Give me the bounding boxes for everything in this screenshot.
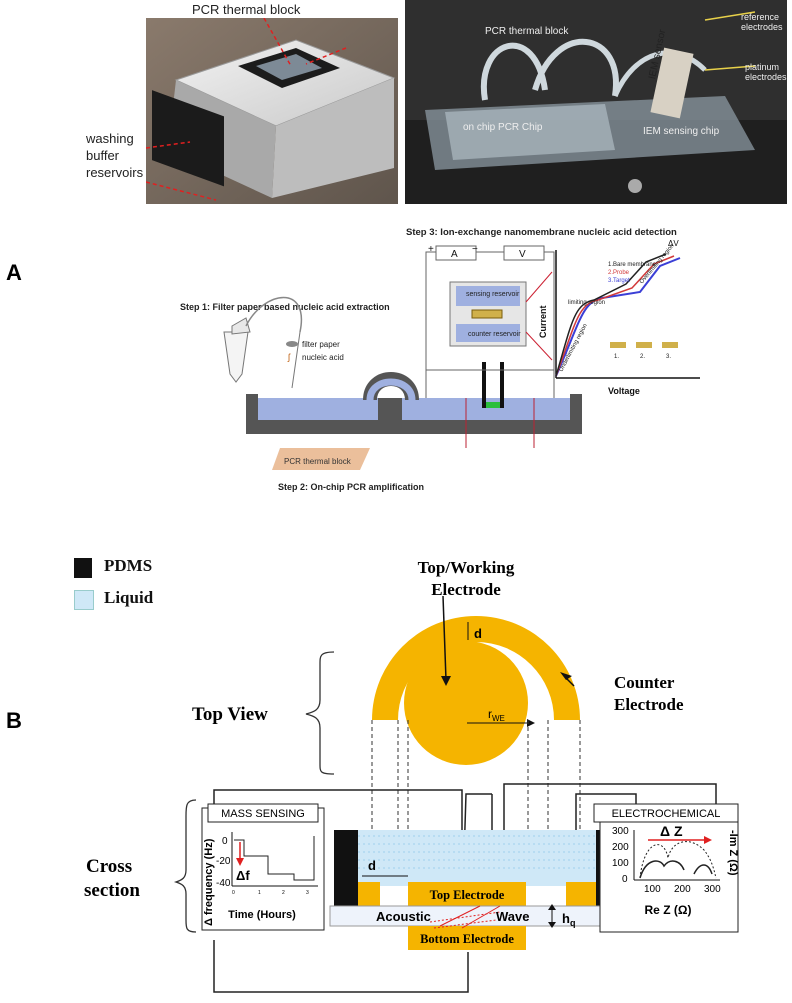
svg-text:2: 2 bbox=[282, 890, 285, 896]
svg-text:1.: 1. bbox=[614, 354, 619, 360]
thermal-block-photo bbox=[146, 18, 398, 204]
legend-pdms-swatch bbox=[74, 558, 92, 578]
iv-delta: ΔV bbox=[668, 239, 679, 248]
panel-b-diagram: Top/Working Electrode Counter Electrode … bbox=[84, 558, 739, 993]
legend-liquid-label: Liquid bbox=[104, 588, 154, 607]
svg-text:−: − bbox=[472, 244, 478, 255]
counter-label: Counter bbox=[614, 673, 675, 692]
iv-region-under: Underlimiting region bbox=[558, 323, 588, 373]
panel-b-letter: B bbox=[6, 708, 22, 733]
svg-text:3.: 3. bbox=[666, 354, 671, 360]
electro-xlabel: Re Z (Ω) bbox=[645, 903, 692, 917]
d-top-label: d bbox=[474, 626, 482, 641]
svg-text:-40: -40 bbox=[216, 878, 231, 889]
acoustic-label: Acoustic bbox=[376, 909, 431, 924]
top-electrode-label: Top Electrode bbox=[430, 888, 505, 902]
svg-text:1: 1 bbox=[258, 890, 261, 896]
counter-electrode-label: Electrode bbox=[614, 695, 684, 714]
svg-text:300: 300 bbox=[612, 826, 629, 837]
mass-sensing-inset: MASS SENSING Δf 0 -20 -40 0 1 2 3 Time (… bbox=[201, 803, 325, 931]
pcr-thermal-block bbox=[272, 448, 370, 470]
working-electrode bbox=[404, 641, 528, 765]
electrochemical-inset: ELECTROCHEMICAL Δ Z 300 200 100 0 100 20… bbox=[593, 803, 739, 933]
svg-text:+: + bbox=[428, 244, 434, 255]
iv-legend-2: 2.Probe bbox=[608, 270, 630, 276]
photo-thermal-block-label: PCR thermal block bbox=[485, 26, 569, 37]
svg-text:filter paper: filter paper bbox=[302, 340, 340, 349]
cross-section-label: Cross bbox=[86, 856, 132, 877]
washing-buffer-label: washing buffer reservoirs bbox=[86, 131, 144, 180]
svg-text:3: 3 bbox=[306, 890, 309, 896]
top-view-brace bbox=[305, 651, 335, 775]
svg-text:-20: -20 bbox=[216, 856, 231, 867]
svg-text:300: 300 bbox=[704, 884, 721, 895]
legend-pdms-label: PDMS bbox=[104, 556, 153, 575]
sensing-reservoir-label: sensing reservoir bbox=[466, 291, 520, 298]
photo-chip-setup: PCR thermal block reference electrodes p… bbox=[405, 0, 787, 204]
svg-text:100: 100 bbox=[612, 858, 629, 869]
svg-text:0: 0 bbox=[232, 890, 235, 896]
step1-label: Step 1: Filter paper based nucleic acid … bbox=[180, 302, 390, 312]
cross-section-device bbox=[329, 830, 618, 950]
panel-a-letter: A bbox=[6, 260, 22, 285]
iv-ylabel: Current bbox=[538, 305, 548, 338]
svg-text:0: 0 bbox=[222, 836, 228, 847]
svg-text:0: 0 bbox=[622, 874, 628, 885]
wave-label: Wave bbox=[496, 909, 529, 924]
top-working-label: Top/Working bbox=[418, 558, 515, 577]
chip-setup-photo bbox=[405, 0, 787, 204]
pcr-chip-label: on chip PCR Chip bbox=[463, 122, 543, 133]
r-we-label: rWE bbox=[488, 707, 505, 723]
reference-electrodes-label: reference electrodes bbox=[741, 12, 783, 32]
legend-liquid-swatch bbox=[74, 590, 94, 610]
iv-legend-1: 1.Bare membrane bbox=[608, 262, 657, 268]
iv-region-limiting: limiting region bbox=[568, 300, 605, 306]
mass-xlabel: Time (Hours) bbox=[228, 909, 296, 921]
svg-text:2.: 2. bbox=[640, 354, 645, 360]
iv-curve-plot: Current Voltage ΔV 1.Bare membrane 2.Pro… bbox=[538, 239, 700, 396]
svg-text:200: 200 bbox=[612, 842, 629, 853]
svg-text:nucleic acid: nucleic acid bbox=[302, 353, 344, 362]
chip-body bbox=[246, 362, 582, 434]
platinum-electrodes-label: platinum electrodes bbox=[745, 62, 787, 82]
voltmeter-label: V bbox=[519, 249, 526, 260]
electrochemical-title: ELECTROCHEMICAL bbox=[612, 808, 721, 820]
extraction-legend: filter paper ʃ nucleic acid bbox=[286, 340, 344, 362]
counter-electrode bbox=[372, 616, 580, 720]
svg-text:ʃ: ʃ bbox=[287, 352, 291, 362]
thermal-block-label: PCR thermal block bbox=[284, 457, 352, 466]
cross-section-brace bbox=[173, 799, 197, 933]
hq-label: hq bbox=[562, 911, 575, 928]
photo-title: PCR thermal block bbox=[192, 2, 301, 17]
d-cross-label: d bbox=[368, 858, 376, 873]
iem-sensing-chip-label: IEM sensing chip bbox=[643, 126, 720, 137]
iv-xlabel: Voltage bbox=[608, 386, 640, 396]
step2-label: Step 2: On-chip PCR amplification bbox=[278, 482, 424, 492]
counter-reservoir-label: counter reservoir bbox=[468, 331, 521, 338]
sensing-chip: sensing reservoir counter reservoir bbox=[449, 281, 527, 347]
top-working-label-2: Electrode bbox=[431, 580, 501, 599]
detection-circuit bbox=[425, 251, 555, 398]
iv-legend-3: 3.Target bbox=[608, 278, 630, 284]
ammeter-label: A bbox=[451, 249, 458, 260]
electro-delta-z: Δ Z bbox=[660, 823, 683, 839]
photo-pcr-thermal-block: PCR thermal block bbox=[146, 0, 398, 204]
svg-text:200: 200 bbox=[674, 884, 691, 895]
svg-text:100: 100 bbox=[644, 884, 661, 895]
mass-ylabel: Δ frequency (Hz) bbox=[203, 838, 215, 926]
bottom-electrode-label: Bottom Electrode bbox=[420, 932, 514, 946]
panel-a-schematic: Step 3: Ion-exchange nanomembrane nuclei… bbox=[180, 227, 700, 492]
step3-label: Step 3: Ion-exchange nanomembrane nuclei… bbox=[406, 227, 677, 238]
sample-tube bbox=[223, 296, 303, 389]
mass-delta-f: Δf bbox=[236, 868, 250, 883]
top-view-label: Top View bbox=[192, 704, 268, 725]
cross-section-label-2: section bbox=[84, 880, 140, 901]
mass-sensing-title: MASS SENSING bbox=[221, 808, 305, 820]
electro-ylabel: -Im Z (Ω) bbox=[727, 830, 739, 876]
